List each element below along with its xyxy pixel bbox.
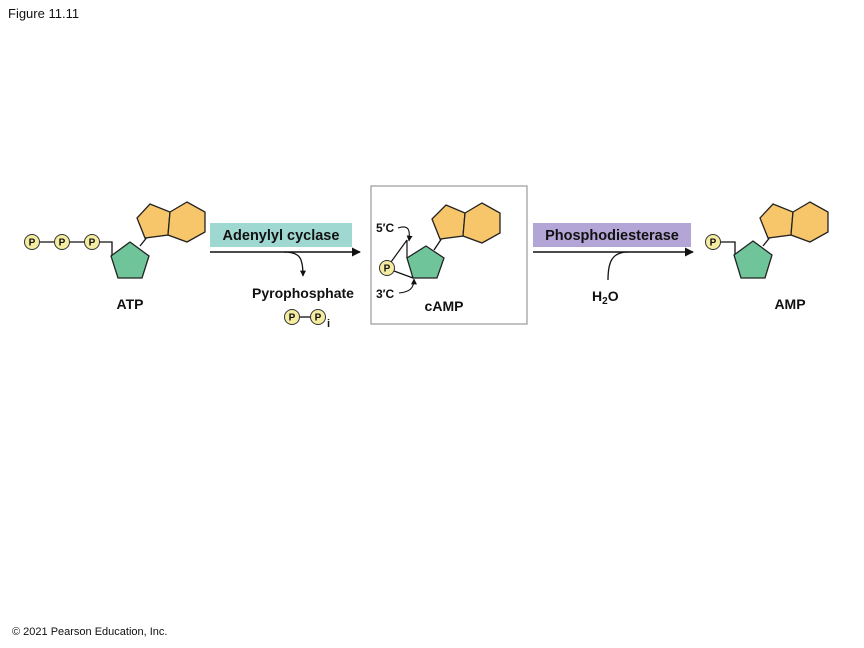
phosphodiesterase-badge	[533, 223, 691, 247]
purine-hexagon	[167, 201, 206, 243]
figure-label: Figure 11.11	[8, 6, 80, 21]
carbon-3-pointer	[398, 278, 417, 294]
amp-molecule: P AMP	[705, 201, 829, 312]
carbon-5-label: 5′C	[376, 221, 395, 235]
pyrophosphate-subscript: i	[327, 318, 330, 330]
adenylyl-cyclase-label: Adenylyl cyclase	[223, 228, 340, 244]
byproduct-arrow	[283, 251, 306, 277]
svg-text:P: P	[29, 238, 36, 249]
pyrophosphate-label: Pyrophosphate	[252, 285, 354, 301]
phosphate-circle: P	[54, 234, 70, 250]
water-label: H2O	[592, 288, 619, 307]
carbon-5-pointer	[397, 226, 413, 242]
adenylyl-cyclase-reaction: Adenylyl cyclase Pyrophosphate P P i	[210, 223, 361, 330]
svg-text:P: P	[315, 313, 322, 324]
ribose-pentagon	[110, 241, 150, 279]
purine-hexagon	[790, 201, 829, 243]
carbon-3-label: 3′C	[376, 287, 395, 301]
phosphate-circle: P	[310, 309, 326, 325]
purine-hexagon	[462, 202, 501, 244]
purine-pentagon	[431, 204, 466, 240]
phosphate-circle: P	[284, 309, 300, 325]
atp-label: ATP	[117, 296, 144, 312]
svg-text:P: P	[289, 313, 296, 324]
svg-text:P: P	[89, 238, 96, 249]
adenylyl-cyclase-badge	[210, 223, 352, 247]
phosphate-circle: P	[705, 234, 721, 250]
phosphodiesterase-reaction: Phosphodiesterase H2O	[533, 223, 694, 307]
copyright-notice: © 2021 Pearson Education, Inc.	[12, 626, 168, 638]
phosphate-circle: P	[379, 260, 395, 276]
purine-pentagon	[136, 203, 171, 239]
camp-label: cAMP	[425, 298, 464, 314]
phosphate-circle: P	[24, 234, 40, 250]
ribose-pentagon	[406, 245, 445, 279]
pyrophosphate-molecule: P P i	[284, 309, 330, 330]
amp-label: AMP	[774, 296, 805, 312]
phosphate-circle: P	[84, 234, 100, 250]
svg-text:P: P	[710, 238, 717, 249]
water-input-line	[607, 251, 629, 281]
purine-pentagon	[759, 203, 794, 239]
camp-highlight-box	[370, 185, 528, 325]
ribose-pentagon	[733, 240, 773, 279]
camp-molecule: 5′C 3′C P cAMP	[370, 185, 528, 325]
atp-molecule: P P P ATP	[24, 201, 206, 312]
svg-text:P: P	[384, 264, 391, 275]
svg-text:P: P	[59, 238, 66, 249]
phosphodiesterase-label: Phosphodiesterase	[545, 228, 679, 244]
